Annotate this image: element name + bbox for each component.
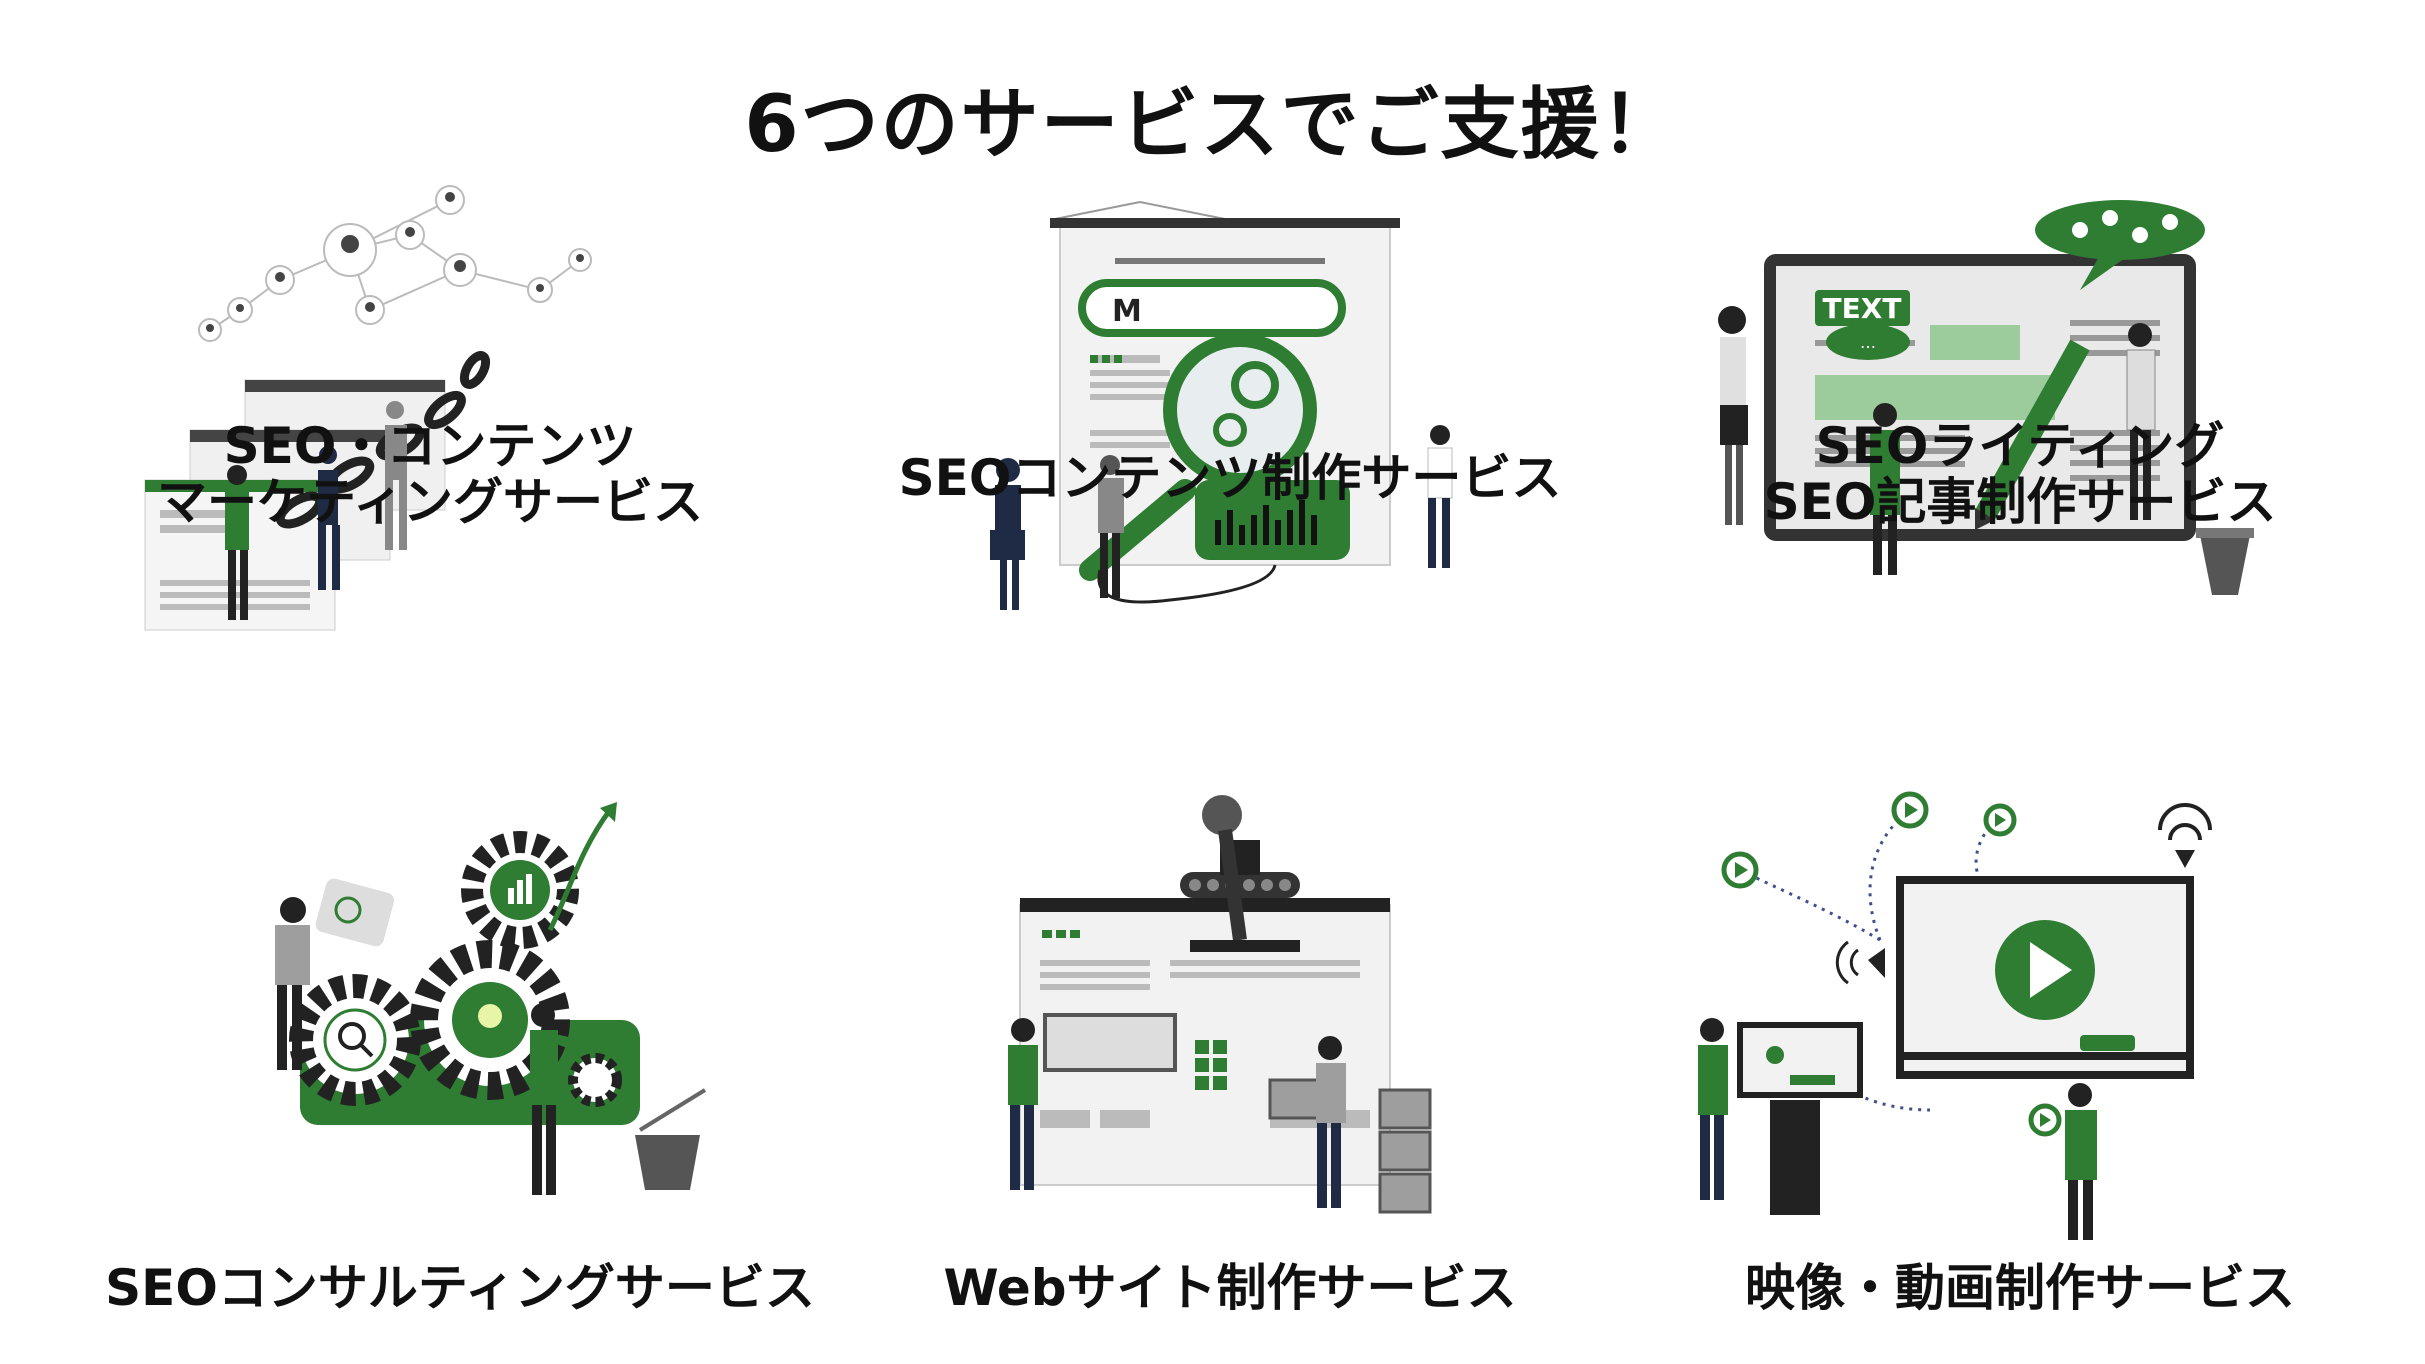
writing-board-pencil-illustration: TEXT … [1718,200,2254,595]
search-box-text: M [1112,294,1142,329]
service-card-seo-writing[interactable]: TEXT … SEOライティング SEO記事制作サービス [1640,180,2400,780]
service-label-line-1: SEOコンサルティングサービス [105,1259,815,1317]
service-label-line-2: マーケティングサービス [157,473,703,531]
website-robot-arm-illustration [1008,795,1432,1214]
service-card-website-production[interactable]: Webサイト制作サービス [850,790,1610,1316]
service-card-seo-content-production[interactable]: M SEOコンテンツ制作サービス [850,180,1610,780]
service-label-line-1: Webサイト制作サービス [943,1259,1517,1317]
link-building-network-illustration [144,185,592,631]
magnifier-search-presentation-illustration: M [990,201,1453,610]
service-label-line-1: SEO・コンテンツ [223,417,637,475]
gears-consulting-illustration [275,802,707,1195]
service-card-seo-content-marketing[interactable]: SEO・コンテンツ マーケティングサービス [50,180,810,780]
page-title: 6つのサービスでご支援！ [744,80,1681,170]
service-label-line-1: 映像・動画制作サービス [1745,1259,2295,1317]
service-label-line-1: SEOライティング [1815,417,2225,475]
service-card-seo-consulting[interactable]: SEOコンサルティングサービス [80,790,840,1316]
svg-text:…: … [1860,333,1876,352]
service-label-line-1: SEOコンテンツ制作サービス [898,449,1562,507]
service-card-video-production[interactable]: 映像・動画制作サービス [1640,790,2400,1316]
board-text-label: TEXT [1823,292,1902,325]
service-label-line-2: SEO記事制作サービス [1763,473,2277,531]
video-play-screen-illustration [1698,791,2212,1240]
